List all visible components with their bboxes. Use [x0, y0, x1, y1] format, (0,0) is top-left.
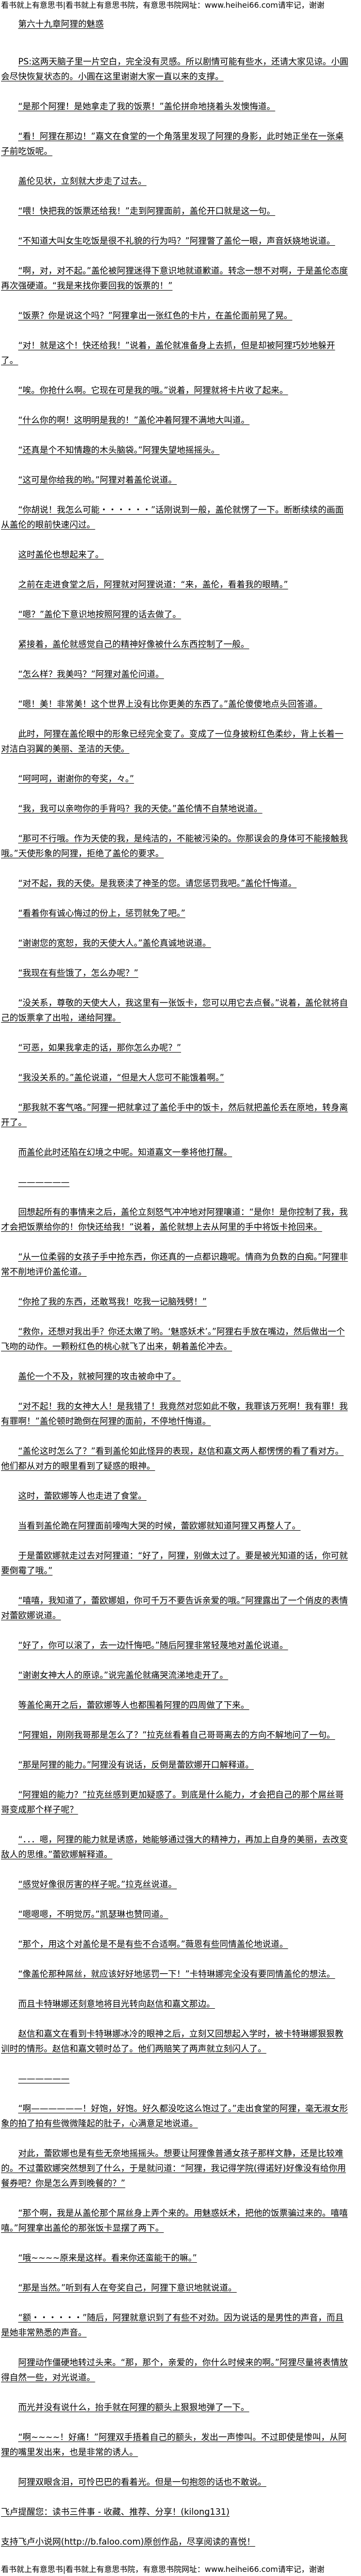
- paragraph: “看！阿狸在那边！”嘉文在食堂的一个角落里发现了阿狸的身影，此时她正坐在一张桌子…: [1, 131, 344, 156]
- paragraph: “谢谢女神大人的原谅。”说完盖伦就痛哭流涕地走开了。: [18, 1670, 228, 1680]
- paragraph: “可恶，如果我拿走的话，那你怎么办呢？”: [18, 1043, 182, 1053]
- paragraph: 而盖伦此时还陷在幻境之中呢。知道嘉文一拳将他打醒。: [18, 1147, 233, 1157]
- paragraph: ——————: [18, 2074, 70, 2083]
- paragraph: “嘻嘻，我知道了，蕾欧娜姐，你可千万不要告诉亲爱的哦。”阿狸露出了一个俏皮的表情…: [1, 1596, 348, 1620]
- site-banner-top: 看书就上有意思书|看书就上有意思书院，有意思书院网址：www.heihei66.…: [1, 1, 324, 10]
- paragraph: “对不起，我的天使。是我亵渎了神圣的您。请您惩罚我吧。”盖伦忏悔道。: [18, 878, 297, 888]
- paragraph: “不知道大叫女生吃饭是很不礼貌的行为吗？”阿狸瞥了盖伦一眼，声音妖娆地说道。: [18, 236, 335, 246]
- paragraph: “那可不行哦。作为天使的我，是纯洁的，不能被污染的。你那误会的身体可不能接触我哦…: [1, 834, 348, 858]
- paragraph: “额・・・・・・”随后，阿狸就意识到了有些不对劲。因为说话的是男性的声音，而且是…: [1, 2313, 344, 2337]
- paragraph: “从一位柔弱的女孩子手中抢东西，你还真的一点都识趣呢。情商为负数的白痴。”阿狸非…: [1, 1252, 348, 1277]
- paragraph: “饭票？你是说这个吗？”阿狸拿出一张红色的卡片，在盖伦面前晃了晃。: [18, 311, 292, 320]
- paragraph: “我，我可以亲吻你的手背吗？我的天使。”盖伦情不自禁地说道。: [18, 804, 262, 814]
- paragraph: “你胡说！我怎么可能・・・・・・”话刚说到一般，盖伦就愣了一下。断断续续的画面从…: [1, 505, 344, 530]
- paragraph: 之前在走进食堂之后，阿狸就对阿狸说道：“来，盖伦，看着我的眼睛。”: [18, 580, 288, 589]
- paragraph: “像盖伦那种屌丝，就应该好好地惩罚一下！”卡特琳娜完全没有要同情盖伦的想法。: [18, 1969, 335, 1979]
- paragraph: “那是阿狸的能力。”阿狸没有说话，反倒是蕾欧娜开口解释道。: [18, 1760, 254, 1770]
- paragraph: “是那个阿狸！是她拿走了我的饭票！”盖伦拼命地挠着头发懊悔道。: [18, 101, 275, 111]
- footer-support-link[interactable]: 支持飞卢小说网(http://b.faloo.com)原创作品，尽享阅读的喜悦！: [1, 2537, 255, 2547]
- paragraph: “好了，你可以滚了，去一边忏悔吧。”随后阿狸非常轻蔑地对盖伦说道。: [18, 1640, 288, 1650]
- paragraph: “这可是你给我的哟。”阿狸对着盖伦说道。: [18, 475, 177, 485]
- paragraph: ——————: [18, 1177, 70, 1187]
- paragraph: “还真是个不知情趣的木头脑袋。”阿狸失望地摇摇头。: [18, 445, 220, 455]
- paragraph: “啊，对，对不起。”盖伦被阿狸迷得下意识地就道歉道。转念一想不对啊，于是盖伦态度…: [1, 266, 348, 291]
- paragraph: “嗯嗯嗯，不明觉厉。”凯瑟琳也赞同道。: [18, 1909, 169, 1919]
- paragraph: “感觉好像很厉害的样子呢。”拉克丝说道。: [18, 1879, 177, 1889]
- paragraph: “看着你有诚心悔过的份上，惩罚就免了吧。”: [18, 908, 186, 918]
- paragraph: “那我就不客气咯。”阿狸一把就拿过了盖伦手中的饭卡，然后就把盖伦丢在原地，转身离…: [1, 1103, 348, 1127]
- paragraph: “没关系，尊敬的天使大人，我这里有一张饭卡，您可以用它去点餐。”说着，盖伦就将自…: [1, 998, 348, 1023]
- paragraph: 对此，蕾欧娜也是有些无奈地摇摇头。想要让阿狸像普通女孩子那样文静，还是比较难的。…: [1, 2148, 346, 2188]
- paragraph: “呵呵呵，谢谢你的夸奖，々。”: [18, 774, 134, 784]
- paragraph: “盖伦这时怎么了？”看到盖伦如此怪异的表现，赵信和嘉文两人都愣愣的看了看对方。他…: [1, 1446, 344, 1471]
- paragraph: “谢谢您的宽恕，我的天使大人。”盖伦真诚地说道。: [18, 938, 211, 948]
- paragraph: “我现在有些饿了，怎么办呢？”: [18, 968, 139, 978]
- paragraph: “救你，还想对我出手？你还太嫩了哟。‘魅惑妖术’。”阿狸右手放在嘴边，然后做出一…: [1, 1327, 345, 1351]
- paragraph: 这时，蕾欧娜等人也走进了食堂。: [18, 1491, 147, 1501]
- paragraph: “怎么样？我美吗？”阿狸对盖伦问道。: [18, 669, 164, 679]
- paragraph: “阿狸姐的能力？”拉克丝感到更加疑惑了。到底是什么能力，才会把自己的那个屌丝哥哥…: [1, 1790, 344, 1815]
- paragraph: “什么你的啊！这明明是我的！”盖伦冲着阿狸不满地大叫道。: [18, 415, 250, 425]
- paragraph: 而光并没有说什么，抬手就在阿狸的额头上狠狠地弹了一下。: [18, 2402, 250, 2412]
- paragraph: “啊~~~~！好痛！”阿狸双手捂着自己的额头，发出一声惨叫。不过即使是惨叫，从阿…: [1, 2432, 347, 2457]
- paragraph: 于是蕾欧娜就走过去对阿狸道：“好了，阿狸，别做太过了。要是被光知道的话，你可就要…: [1, 1551, 348, 1575]
- paragraph: 这时盖伦也想起来了。: [18, 550, 104, 560]
- paragraph: “喂！快把我的饭票还给我！”走到阿狸面前，盖伦开口就是这一句。: [18, 206, 275, 216]
- paragraph: “唉。你抢什么啊。它现在可是我的哦。”说着，阿狸就将卡片收了起来。: [18, 385, 288, 395]
- chapter-content: 第六十九章阿狸的魅惑 PS:这两天脑子里一片空白，完全没有灵感。所以剧情可能有些…: [0, 11, 352, 2549]
- chapter-body: PS:这两天脑子里一片空白，完全没有灵感。所以剧情可能有些水，还请大家见谅。小圓…: [1, 54, 352, 2489]
- paragraph: “啊——————！好饱，好饱。好久都没吃这么饱过了。”走出食堂的阿狸，毫无淑女形…: [1, 2104, 348, 2128]
- paragraph: 阿狸双眼含泪，可怜巴巴的看着光。但是一句抱怨的话也不敢说。: [18, 2477, 267, 2487]
- paragraph: 而且卡特琳娜还刻意地将目光转向赵信和嘉文那边。: [18, 1999, 215, 2009]
- footer-reminder: 飞卢提醒您：读书三件事 - 收藏、推荐、分享！(kilong131): [1, 2507, 230, 2517]
- paragraph: 回想起所有的事情来之后，盖伦立刻怒气冲冲地对阿狸嚷道：“是你！是你控制了我，我才…: [1, 1207, 348, 1232]
- paragraph: 盖伦一个不及，就被阿狸的攻击被命中了。: [18, 1371, 181, 1381]
- paragraph: “阿狸姐，刚刚我哥那是怎么了？”拉克丝看着自己哥哥离去的方向不解地问了一句。: [18, 1730, 335, 1740]
- paragraph: 赵信和嘉文在看到卡特琳娜冰冷的眼神之后，立刻又回想起入学时，被卡特琳娜狠狠教训时…: [1, 2029, 343, 2054]
- chapter-title: 第六十九章阿狸的魅惑: [18, 19, 104, 29]
- paragraph: “．．．嗯，阿狸的能力就是诱惑，她能够通过强大的精神力，再加上自身的美丽，去改变…: [1, 1835, 348, 1859]
- paragraph: “嗯！美！非常美！这个世界上没有比你更美的东西了。”盖伦傻傻地点头回答道。: [18, 699, 322, 709]
- paragraph: 等盖伦离开之后，蕾欧娜等人也都围着阿狸的四周做了下来。: [18, 1700, 250, 1710]
- paragraph: “那个，用这个对盖伦是不是有些不合适啊。”薇恩有些同情盖伦地说道。: [18, 1939, 288, 1949]
- paragraph: “你抢了我的东西，还敢骂我！吃我一记脑残劈！”: [18, 1297, 207, 1307]
- paragraph: “嗯？”盖伦下意识地按照阿狸的话去做了。: [18, 609, 182, 619]
- paragraph: 盖伦见状，立刻就大步走了过去。: [18, 176, 147, 186]
- paragraph: PS:这两天脑子里一片空白，完全没有灵感。所以剧情可能有些水，还请大家见谅。小圓…: [1, 57, 349, 81]
- paragraph: 此时，阿狸在盖伦眼中的形象已经完全变了。变成了一位身披粉红色柔纱，背上长着一对洁…: [1, 729, 343, 754]
- paragraph: “我没关系的。”盖伦说道，“但是大人您可不能饿着啊。”: [18, 1073, 224, 1082]
- paragraph: “那个啊，我是从盖伦那个屌丝身上弄个来的。用魅惑妖术，把他的饭票骗过来的。嘻嘻嘻…: [1, 2208, 348, 2233]
- paragraph: 紧接着，盖伦就感觉自己的精神好像被什么东西控制了一般。: [18, 639, 250, 649]
- paragraph: “对！就是这个！快还给我！”说着，盖伦就准备身上去抓，但是却被阿狸巧妙地躲开了。: [1, 341, 335, 365]
- paragraph: “哦~~~~原来是这样。看来你还蛮能干的嘛。”: [18, 2253, 197, 2263]
- paragraph: “对不起！我的女神大人！是我错了！我竟然对您如此不敬，我罪该万死啊！我有罪！我有…: [1, 1401, 348, 1426]
- paragraph: 阿狸动作僵硬地转过头来。“那，那个，亲爱的，你什么时候来的啊。”阿狸尽量将表情放…: [1, 2358, 348, 2382]
- paragraph: “那是当然。”听到有人在夸奖自己，阿狸下意识地就说道。: [18, 2283, 237, 2293]
- site-banner-bottom: 看书就上有意思书|看书就上有意思书院，有意思书院网址：www.heihei66.…: [1, 2565, 324, 2574]
- paragraph: 当看到盖伦跪在阿狸面前嚎啕大哭的时候，蕾欧娜就知道阿狸又再整人了。: [18, 1521, 301, 1531]
